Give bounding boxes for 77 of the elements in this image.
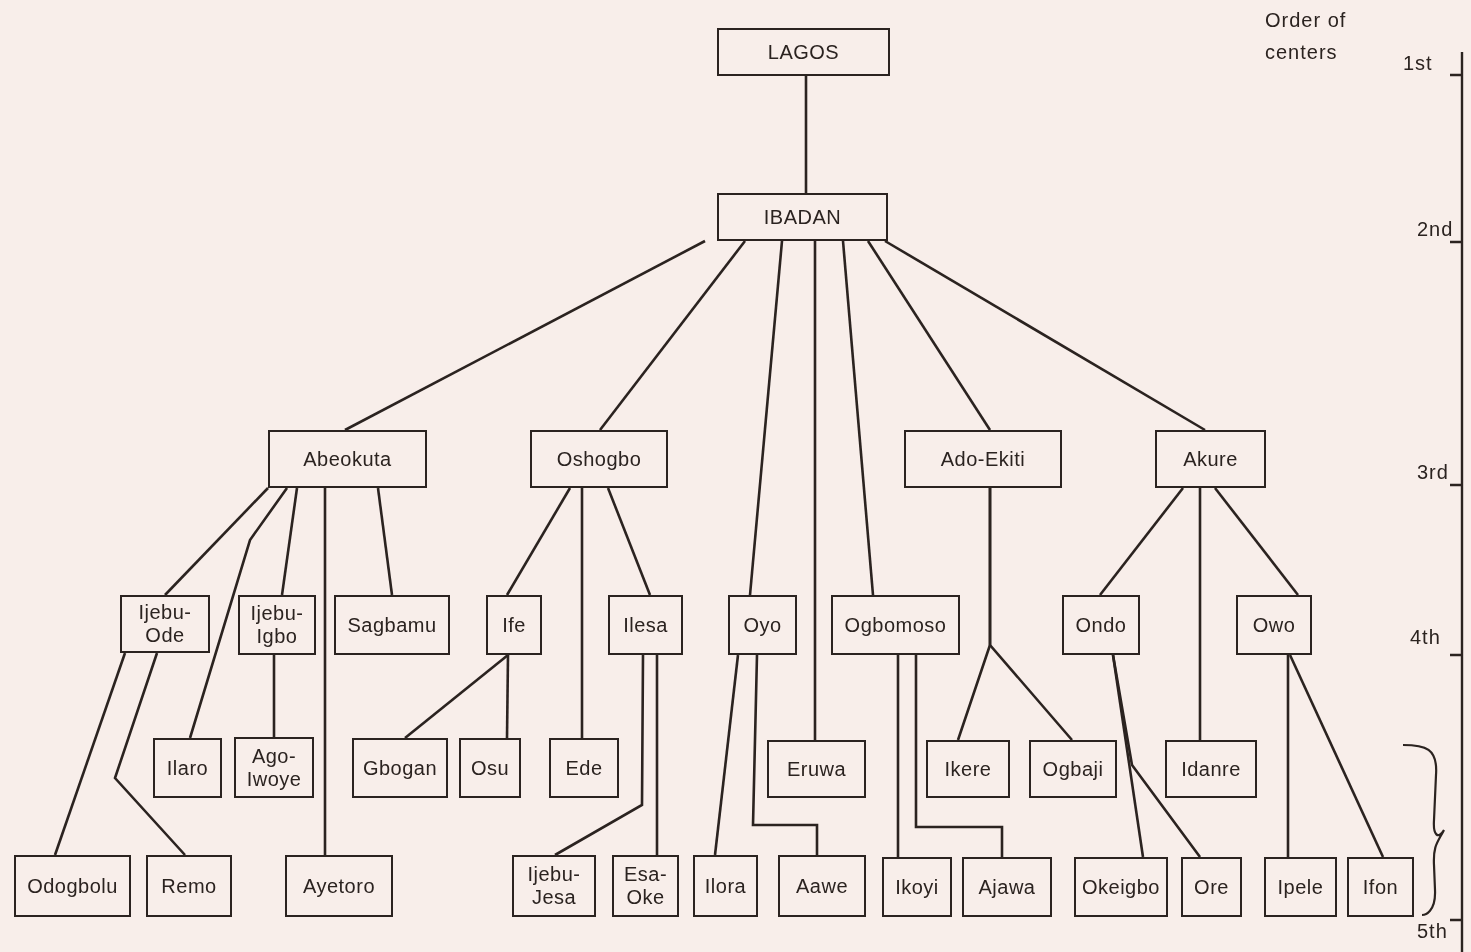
- town-box: Ifon: [1347, 857, 1414, 917]
- connector-line: [751, 654, 819, 855]
- town-box: Oyo: [728, 595, 797, 655]
- town-box: Sagbamu: [334, 595, 450, 655]
- town-box: Ede: [549, 738, 619, 798]
- connector-line: [1286, 655, 1290, 857]
- connector-line: [988, 488, 1073, 741]
- town-box: Ondo: [1062, 595, 1140, 655]
- connector-line: [713, 654, 740, 856]
- town-box: Ikoyi: [882, 857, 952, 917]
- town-box: Ado-Ekiti: [904, 430, 1062, 488]
- connector-line: [376, 487, 394, 596]
- town-box: Okeigbo: [1074, 857, 1168, 917]
- town-box: Abeokuta: [268, 430, 427, 488]
- connector-line: [323, 488, 327, 855]
- order-label: 4th: [1410, 626, 1441, 649]
- scale-heading: Order of centers: [1265, 8, 1348, 65]
- order-label: 1st: [1403, 52, 1433, 75]
- town-box: Ijebu- Ode: [120, 595, 210, 653]
- connector-line: [404, 654, 509, 739]
- town-box: Ijebu- Igbo: [238, 595, 316, 655]
- connector-line: [748, 240, 784, 596]
- town-box: Remo: [146, 855, 232, 917]
- connector-line: [598, 240, 747, 431]
- town-box: Oshogbo: [530, 430, 668, 488]
- town-box: Idanre: [1165, 740, 1257, 798]
- connector-line: [841, 240, 875, 596]
- connector-line: [804, 76, 808, 193]
- order-label: 3rd: [1417, 461, 1449, 484]
- connector-line: [1198, 488, 1202, 740]
- town-box: Ayetoro: [285, 855, 393, 917]
- town-box: Ilesa: [608, 595, 683, 655]
- connector-line: [164, 487, 269, 596]
- town-box: Ikere: [926, 740, 1010, 798]
- town-box: Ajawa: [962, 857, 1052, 917]
- order-label: 5th: [1417, 920, 1448, 943]
- connector-line: [1213, 487, 1300, 596]
- connector-line: [554, 655, 645, 857]
- connector-line: [280, 487, 299, 596]
- connector-line: [813, 241, 817, 740]
- connector-line: [580, 488, 584, 738]
- connector-line: [505, 655, 510, 738]
- town-box: LAGOS: [717, 28, 890, 76]
- connector-line: [1288, 654, 1385, 858]
- town-box: Gbogan: [352, 738, 448, 798]
- connector-line: [606, 487, 652, 596]
- town-box: Ilora: [693, 855, 758, 917]
- town-box: Ilaro: [153, 738, 222, 798]
- connector-line: [914, 655, 1004, 857]
- town-box: Odogbolu: [14, 855, 131, 917]
- town-box: Ijebu- Jesa: [512, 855, 596, 917]
- town-box: Ore: [1181, 857, 1242, 917]
- town-box: Esa- Oke: [612, 855, 679, 917]
- order-label: 2nd: [1417, 218, 1454, 241]
- connector-line: [53, 652, 127, 856]
- connector-line: [896, 655, 900, 857]
- connector-line: [188, 487, 289, 739]
- town-box: Aawe: [778, 855, 866, 917]
- connector-line: [655, 655, 659, 855]
- connector-line: [1098, 487, 1185, 596]
- connector-line: [884, 239, 1206, 432]
- town-box: Ogbomoso: [831, 595, 960, 655]
- town-box: Ipele: [1264, 857, 1337, 917]
- town-box: IBADAN: [717, 193, 888, 241]
- town-box: Osu: [459, 738, 521, 798]
- connector-line: [505, 487, 572, 596]
- town-box: Akure: [1155, 430, 1266, 488]
- connector-line: [272, 655, 276, 737]
- town-box: Ago- Iwoye: [234, 737, 314, 798]
- town-box: Eruwa: [767, 740, 866, 798]
- town-box: Ife: [486, 595, 542, 655]
- town-box: Ogbaji: [1029, 740, 1117, 798]
- connector-line: [113, 652, 186, 856]
- connector-line: [866, 240, 992, 431]
- town-box: Owo: [1236, 595, 1312, 655]
- connector-line: [344, 239, 706, 432]
- connector-line: [1111, 654, 1202, 858]
